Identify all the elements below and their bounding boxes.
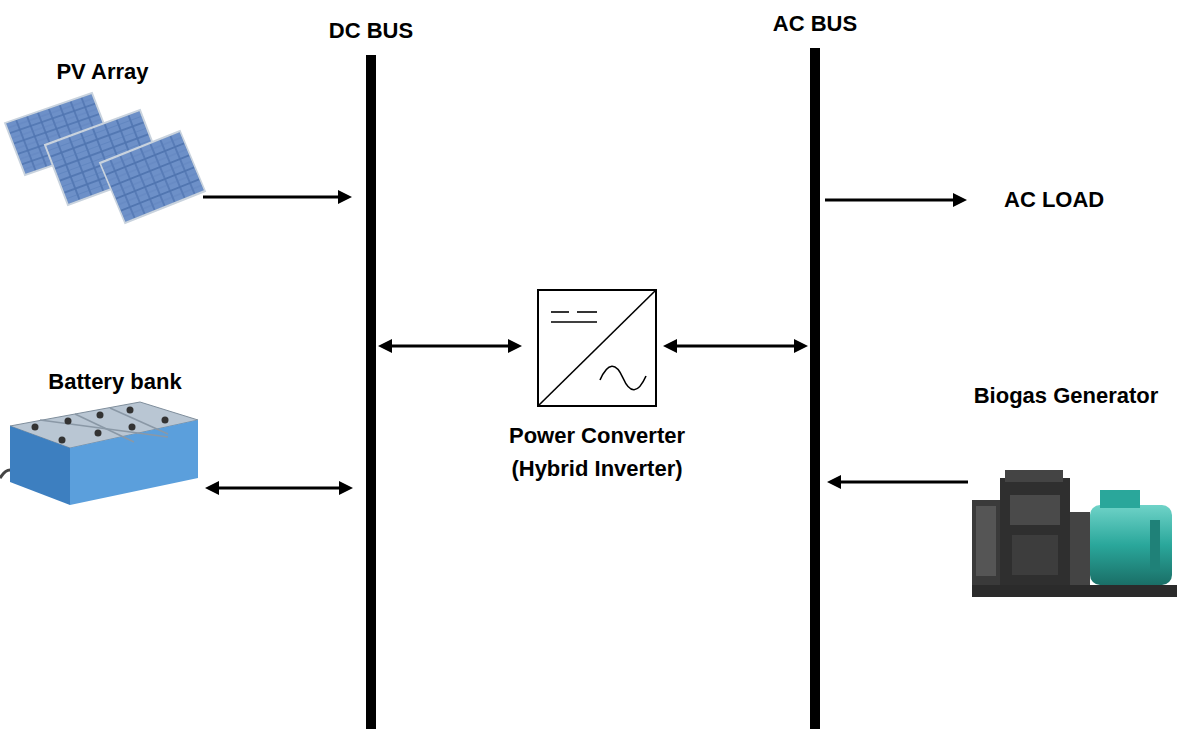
battery-bank bbox=[0, 402, 198, 505]
power-flow-arrow bbox=[205, 481, 353, 495]
ac-load: AC LOAD bbox=[1000, 186, 1111, 214]
node-label: DC BUS bbox=[329, 14, 413, 47]
node-label: Biogas Generator bbox=[974, 379, 1159, 412]
battery-bank: Battery bank bbox=[0, 400, 200, 508]
converter-symbol bbox=[538, 290, 656, 406]
power-flow-arrow bbox=[825, 193, 967, 207]
biogas-generator: Biogas Generator bbox=[968, 470, 1180, 600]
ac-bus: AC BUS bbox=[810, 48, 820, 729]
power-converter: Power Converter (Hybrid Inverter) bbox=[537, 289, 657, 407]
dc-bus: DC BUS bbox=[366, 55, 376, 729]
node-label: AC BUS bbox=[773, 7, 857, 40]
node-label: PV Array bbox=[56, 55, 148, 88]
power-flow-arrow bbox=[663, 339, 808, 353]
node-label: Battery bank bbox=[48, 365, 181, 398]
pv-panels bbox=[5, 93, 205, 223]
power-flow-arrow bbox=[203, 190, 352, 204]
node-label: Power Converter (Hybrid Inverter) bbox=[482, 419, 712, 485]
power-flow-arrow bbox=[827, 475, 968, 489]
power-flow-arrow bbox=[378, 339, 522, 353]
node-label: AC LOAD bbox=[1004, 186, 1107, 214]
pv-array: PV Array bbox=[5, 90, 200, 232]
generator bbox=[972, 470, 1177, 597]
